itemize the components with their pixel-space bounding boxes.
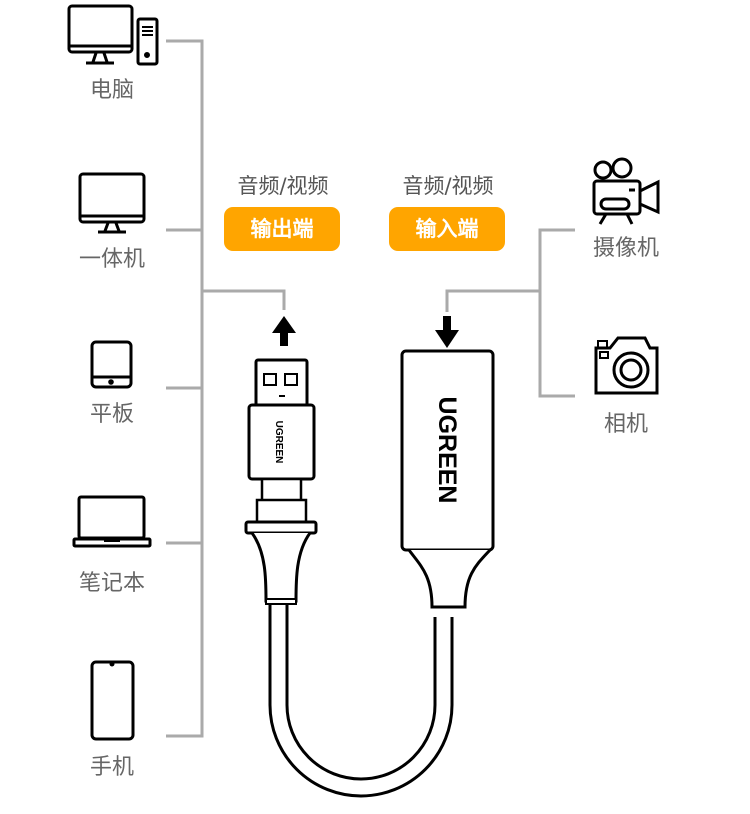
laptop-icon xyxy=(72,495,152,548)
source-label-laptop: 笔记本 xyxy=(78,571,146,596)
source-label-phone: 手机 xyxy=(89,755,135,780)
device-label-camera: 相机 xyxy=(603,412,649,437)
video-camera-icon xyxy=(592,157,660,225)
input-caption: 音频/视频 xyxy=(402,174,494,198)
input-badge: 输入端 xyxy=(389,207,505,251)
output-arrow-icon xyxy=(272,316,296,346)
capture-brand-text: UGREEN xyxy=(433,397,461,504)
tablet-icon xyxy=(90,340,133,389)
device-label-camcorder: 摄像机 xyxy=(592,236,660,261)
source-label-computer: 电脑 xyxy=(89,78,135,103)
input-arrow-icon xyxy=(435,316,459,348)
usb-brand-text: UGREEN xyxy=(273,421,284,464)
phone-icon xyxy=(90,660,135,741)
source-label-all-in-one: 一体机 xyxy=(78,247,146,272)
capture-box xyxy=(400,349,495,609)
cable xyxy=(268,603,454,798)
desktop-computer-icon xyxy=(67,4,159,66)
output-badge: 输出端 xyxy=(224,207,340,251)
camera-icon xyxy=(594,336,659,395)
output-caption: 音频/视频 xyxy=(237,174,329,198)
device-connector-lines xyxy=(445,228,575,398)
source-connector-lines xyxy=(166,39,286,738)
source-label-tablet: 平板 xyxy=(89,402,135,427)
all-in-one-icon xyxy=(78,172,146,234)
usb-plug-adapter xyxy=(244,358,318,605)
